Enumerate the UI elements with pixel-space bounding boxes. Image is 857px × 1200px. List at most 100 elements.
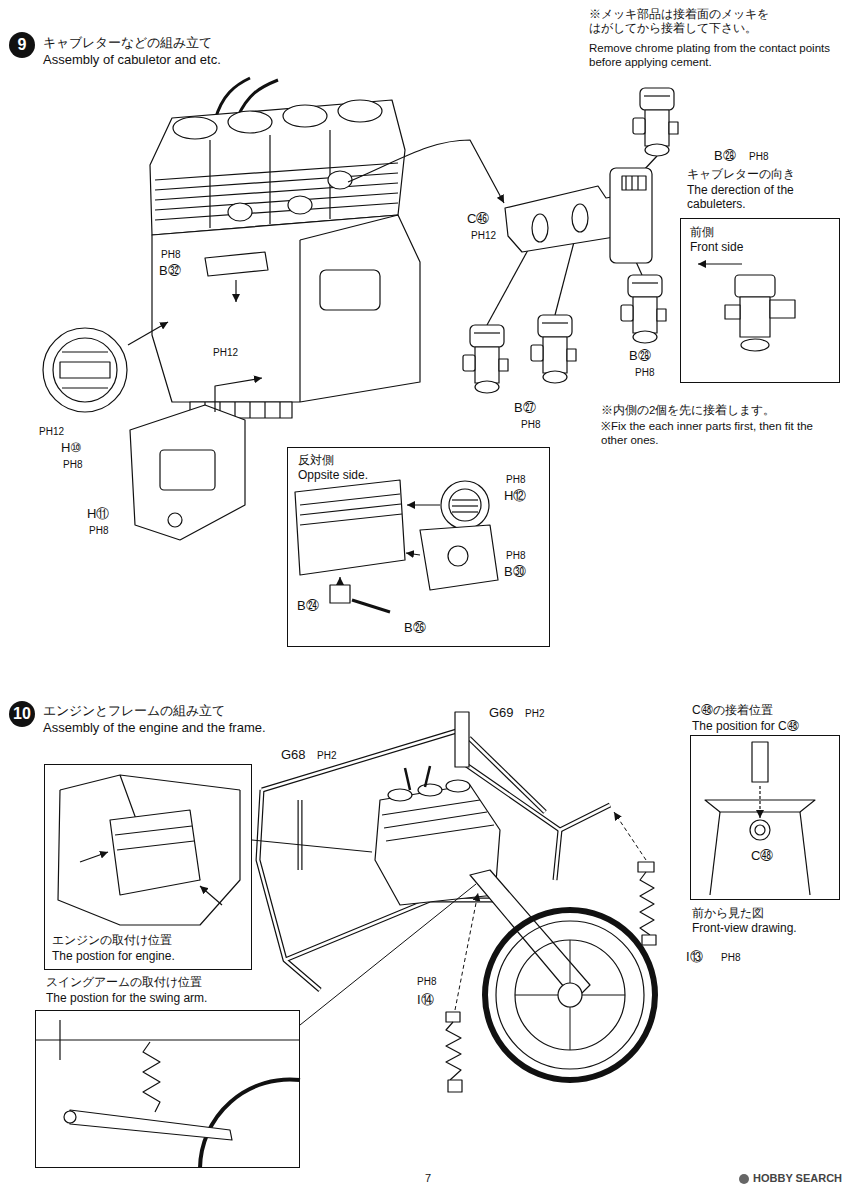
inset-drawing [58, 790, 240, 925]
opposite-side-drawing [407, 504, 440, 505]
engine-drawing [155, 193, 398, 210]
page-number: 7 [424, 1172, 432, 1185]
step-number: 10 [9, 704, 35, 723]
engine-drawing [43, 328, 127, 412]
engine-drawing [173, 117, 217, 139]
opposite-side-drawing [441, 481, 489, 529]
inset-drawing [110, 810, 200, 895]
panel-heading: キャブレターの向き [686, 167, 796, 181]
engine-drawing [235, 280, 236, 302]
frame-drawing [515, 995, 558, 996]
carburetor-drawing [487, 250, 528, 325]
note-text: ※内側の2個を先に接着します。 [600, 404, 776, 418]
frame-drawing [485, 910, 655, 1080]
frame-drawing [262, 730, 460, 790]
inset-drawing [80, 852, 108, 862]
part-number: H⑩ [60, 440, 83, 456]
opposite-side-drawing [339, 577, 340, 585]
carburetor-drawing [572, 204, 588, 232]
inset-drawing [115, 826, 192, 835]
engine-drawing [209, 140, 210, 228]
frame-drawing [299, 800, 302, 870]
inset-drawing [60, 775, 240, 790]
note-text: ※メッキ部品は接着面のメッキを はがしてから接着して下さい。 [588, 8, 785, 36]
inset-panel: スイングアームの取付け位置The postion for the swing a… [35, 1010, 300, 1168]
opposite-side-drawing [300, 514, 402, 525]
panel-text: 前側 [689, 225, 715, 239]
inset-drawing [35, 1039, 300, 1040]
engine-drawing [249, 402, 250, 418]
paint-code: PH2 [524, 708, 545, 720]
engine-drawing [338, 100, 382, 122]
panel-heading: Front-view drawing. [691, 921, 798, 935]
part-number: B㉜ [158, 263, 182, 279]
paint-code: PH2 [316, 750, 337, 762]
carburetor-drawing [698, 263, 742, 264]
carburetor-drawing [463, 325, 508, 393]
paint-code: PH8 [505, 474, 526, 486]
frame-drawing [418, 784, 442, 796]
inset-drawing [143, 1042, 160, 1112]
frame-drawing [258, 790, 320, 990]
frame-drawing [515, 940, 625, 1050]
inset-drawing [750, 820, 770, 840]
part-number: G68 [280, 747, 307, 763]
frame-drawing [614, 812, 646, 860]
engine-drawing [288, 196, 312, 214]
part-number: B㉖ [403, 620, 427, 636]
frame-drawing [405, 768, 410, 790]
frame-drawing [382, 800, 480, 815]
panel-heading: The postion for the swing arm. [45, 991, 208, 1005]
frame-drawing [496, 921, 644, 1069]
engine-drawing [160, 450, 215, 490]
opposite-side-drawing [452, 511, 478, 512]
engine-drawing [328, 171, 352, 189]
note-text: Remove chrome plating from the contact p… [588, 42, 852, 70]
part-number: B㉘ [628, 348, 652, 364]
frame-drawing [582, 995, 625, 996]
inset-drawing [70, 1110, 232, 1140]
carburetor-drawing [555, 242, 574, 315]
opposite-side-drawing [330, 585, 350, 603]
frame-drawing [446, 1022, 461, 1080]
inset-panel: C㊽の接着位置The position for C㊽前から見た図Front-vi… [690, 735, 840, 900]
frame-drawing [558, 983, 582, 1007]
engine-drawing [300, 215, 398, 240]
opposite-side-drawing [420, 525, 498, 590]
engine-drawing [269, 135, 270, 224]
engine-drawing [228, 111, 272, 133]
paint-code: PH8 [416, 976, 437, 988]
inset-drawing [35, 742, 815, 1168]
part-number: G69 [488, 705, 515, 721]
inset-drawing [759, 786, 760, 818]
carburetor-drawing [637, 176, 638, 190]
paint-code: PH8 [634, 367, 655, 379]
step-heading: Assembly of cabuletor and etc. [42, 52, 222, 68]
engine-drawing [155, 163, 398, 180]
opposite-side-drawing [449, 489, 481, 521]
panel-text: エンジンの取付け位置 [51, 933, 173, 947]
engine-drawing [168, 513, 182, 527]
engine-drawing [228, 203, 252, 221]
carburetor-drawing [770, 300, 795, 318]
frame-drawing [638, 862, 654, 872]
frame-drawing [386, 825, 494, 841]
frame-drawing [448, 1080, 462, 1092]
carburetor-drawing [531, 315, 576, 383]
inset-drawing [200, 1079, 300, 1168]
engine-drawing [130, 405, 245, 540]
engine-drawing [264, 402, 265, 418]
frame-drawing [252, 712, 656, 1092]
engine-drawing [128, 322, 168, 345]
frame-drawing [446, 862, 656, 1092]
step-badge [9, 32, 35, 727]
inset-drawing [117, 841, 194, 850]
inset-drawing [752, 742, 768, 782]
engine-drawing [53, 338, 117, 402]
step-badge [9, 32, 35, 58]
engine-drawing [215, 378, 262, 412]
opposite-side-drawing [295, 480, 405, 575]
inset-drawing [710, 812, 720, 895]
panel-heading: The position for C㊽ [691, 719, 800, 733]
